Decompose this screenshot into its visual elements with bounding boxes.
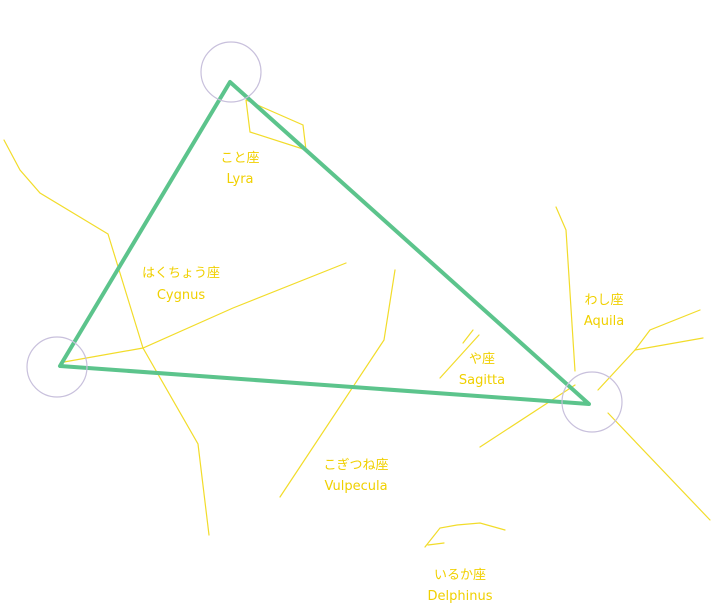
sagitta-line-a	[439, 334, 480, 379]
sagitta-label-ja: や座	[469, 352, 495, 367]
aquila-label-en: Aquila	[584, 314, 624, 329]
vulpecula-label-en: Vulpecula	[324, 479, 387, 494]
lyra-label-ja: こと座	[220, 151, 259, 166]
aquila-line-west	[479, 384, 576, 448]
sagitta-label-en: Sagitta	[459, 373, 505, 388]
deneb-star-icon	[26, 336, 88, 398]
summer-triangle	[58, 80, 591, 406]
constellation-labels: こと座 Lyra はくちょう座 Cygnus わし座 Aquila や座 Sag…	[142, 151, 624, 604]
cygnus-label-en: Cygnus	[157, 288, 206, 303]
delphinus-label-ja: いるか座	[434, 568, 486, 583]
cygnus-line-north	[3, 139, 210, 536]
delphinus-lines-b	[427, 542, 445, 546]
sagitta-line-b	[462, 329, 474, 344]
vulpecula-lines	[279, 269, 396, 498]
aquila-label-ja: わし座	[584, 293, 623, 308]
vulpecula-label-ja: こぎつね座	[323, 458, 388, 473]
vega-star-icon	[200, 41, 262, 103]
aquila-line-south	[607, 412, 711, 521]
delphinus-lines	[424, 522, 506, 548]
cygnus-label-ja: はくちょう座	[142, 266, 220, 281]
cygnus-line-wings	[63, 262, 347, 363]
aquila-line-east2	[634, 337, 704, 351]
delphinus-label-en: Delphinus	[428, 589, 493, 604]
bright-stars	[26, 41, 623, 433]
altair-star-icon	[561, 371, 623, 433]
constellation-lines	[3, 99, 711, 548]
lyra-label-en: Lyra	[226, 172, 253, 187]
aquila-line-east	[597, 309, 701, 391]
aquila-line-north	[555, 206, 576, 372]
